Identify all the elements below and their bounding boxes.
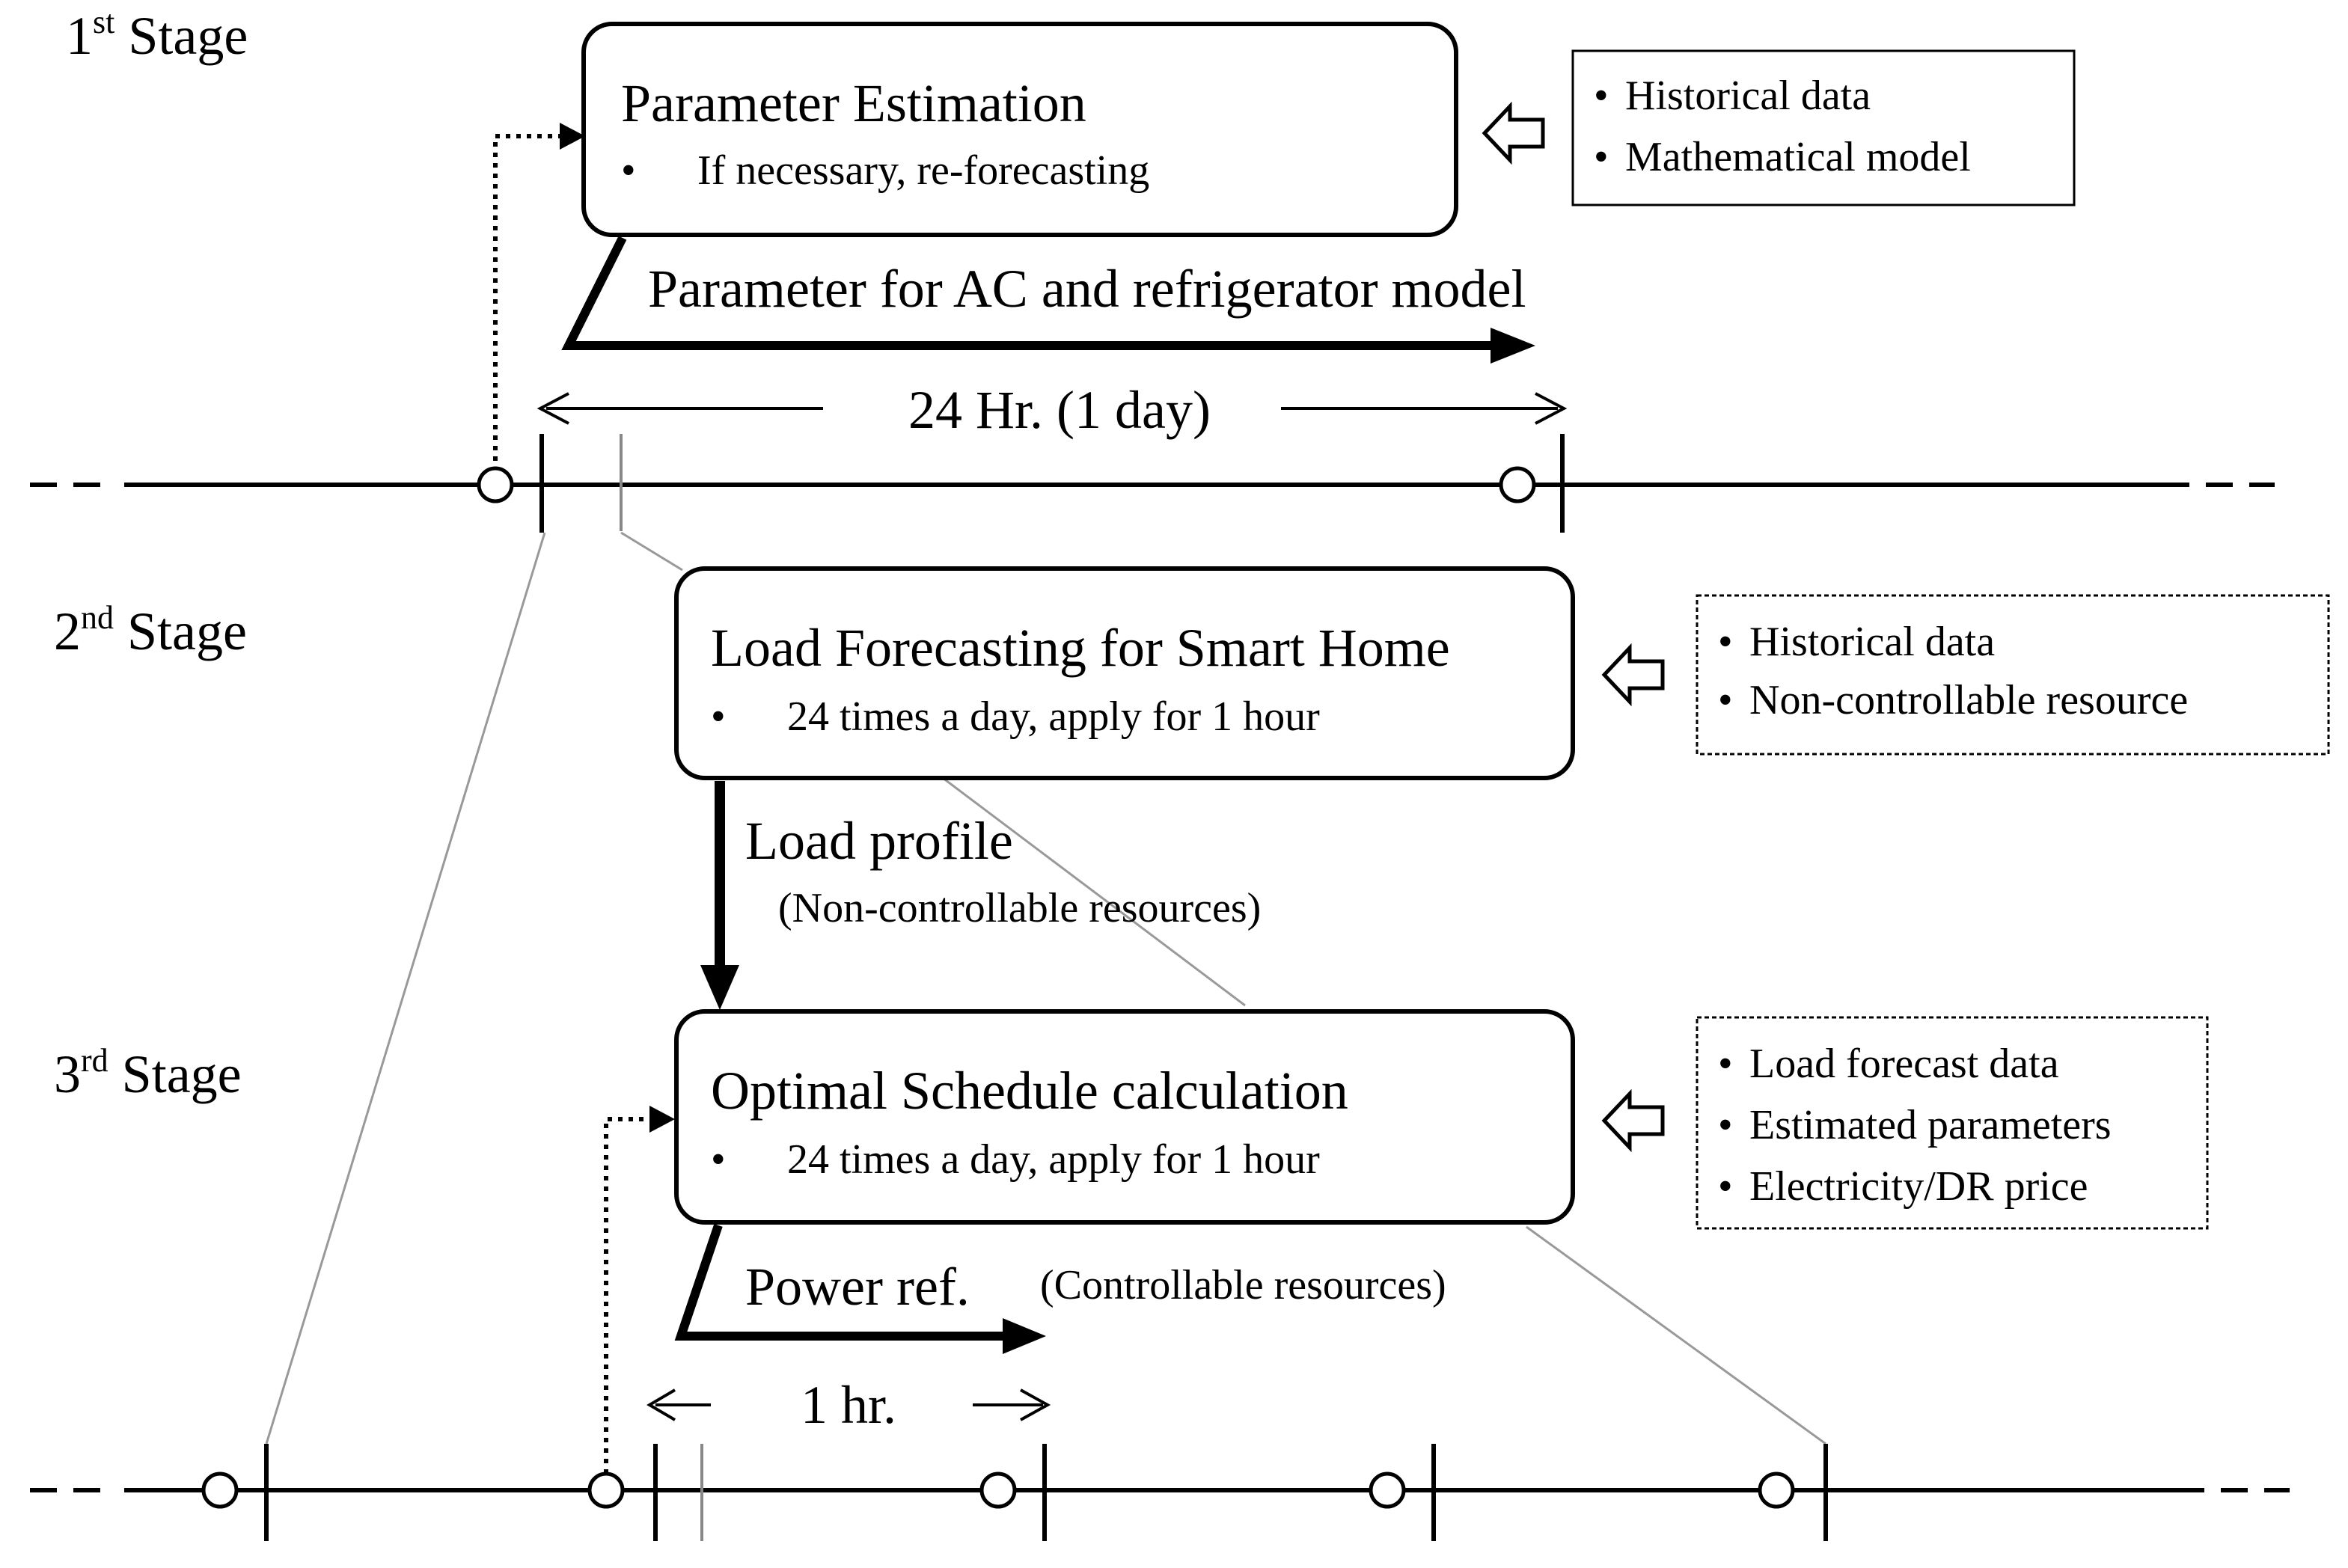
- day-span-right-arrowhead: [1535, 392, 1568, 425]
- input-arrow-icon: [1482, 101, 1545, 165]
- hour-span-label: 1 hr.: [801, 1375, 896, 1435]
- stage-3-input-item-3: Electricity/DR price: [1749, 1163, 2088, 1210]
- stage-1-input-item-2: Mathematical model: [1625, 134, 1971, 180]
- stage-1-input-bullet-glyph-1: •: [1594, 73, 1609, 119]
- stage-1-input-item-1: Historical data: [1625, 73, 1871, 119]
- stage-2-input-bullet-glyph-2: •: [1718, 677, 1733, 723]
- stage-3-input-item-1: Load forecast data: [1749, 1041, 2059, 1087]
- stage-1-input-bullet-glyph-2: •: [1594, 134, 1609, 180]
- load-forecasting-bullet-glyph: •: [711, 693, 726, 740]
- zoom-guide-hour-mid: [942, 777, 1246, 1007]
- zoom-guide-hour-left: [620, 531, 683, 572]
- optimal-schedule-bullet: 24 times a day, apply for 1 hour: [787, 1136, 1320, 1183]
- hour-span-right-arrowhead: [1020, 1388, 1051, 1421]
- load-profile-sublabel: (Non-controllable resources): [778, 885, 1261, 931]
- optimal-schedule-title: Optimal Schedule calculation: [711, 1061, 1348, 1121]
- parameter-output-arrowhead: [1491, 328, 1535, 364]
- zoom-guide-left-day: [265, 532, 546, 1445]
- stage-3-input-bullet-glyph-3: •: [1718, 1163, 1733, 1210]
- stage-2-input-item-1: Historical data: [1749, 619, 1995, 665]
- parameter-estimation-bullet: If necessary, re-forecasting: [697, 147, 1149, 194]
- zoom-guide-right: [1526, 1225, 1826, 1445]
- top-timeline-point-1: [477, 466, 514, 503]
- optimal-schedule-box: [674, 1009, 1575, 1225]
- load-forecasting-title: Load Forecasting for Smart Home: [711, 618, 1450, 678]
- bottom-timeline-point-4: [1369, 1471, 1406, 1509]
- bottom-timeline: [30, 1444, 2290, 1541]
- parameter-estimation-box: [581, 22, 1458, 237]
- hour-span-left-arrowhead: [646, 1388, 676, 1421]
- load-forecasting-bullet: 24 times a day, apply for 1 hour: [787, 693, 1320, 740]
- dotted-trigger-arrowhead-1: [560, 123, 585, 150]
- stage-3-input-bullet-glyph-1: •: [1718, 1041, 1733, 1087]
- bottom-timeline-point-2: [587, 1471, 625, 1509]
- parameter-output-arrow: [561, 236, 1496, 350]
- bottom-timeline-point-1: [201, 1471, 239, 1509]
- day-span-left-arrowhead: [536, 392, 569, 425]
- stage-3-inputs-box: [1696, 1016, 2209, 1230]
- dotted-trigger-arrow-1: [493, 134, 570, 471]
- parameter-output-label: Parameter for AC and refrigerator model: [648, 259, 1526, 319]
- input-arrow-icon: [1601, 643, 1665, 707]
- top-timeline-point-2: [1499, 466, 1536, 503]
- top-timeline: [30, 434, 2275, 533]
- power-ref-sublabel: (Controllable resources): [1040, 1262, 1446, 1308]
- parameter-estimation-title: Parameter Estimation: [621, 73, 1086, 133]
- power-ref-arrowhead: [1003, 1318, 1046, 1354]
- stage-3-input-bullet-glyph-2: •: [1718, 1102, 1733, 1148]
- stage-2-input-item-2: Non-controllable resource: [1749, 677, 2188, 723]
- bottom-timeline-point-5: [1758, 1471, 1795, 1509]
- power-ref-label: Power ref.: [745, 1257, 970, 1317]
- load-profile-label: Load profile: [745, 811, 1013, 871]
- stage-3-input-item-2: Estimated parameters: [1749, 1102, 2112, 1148]
- stage-2-inputs-box: [1696, 594, 2330, 756]
- input-arrow-icon: [1601, 1088, 1665, 1153]
- day-span-label: 24 Hr. (1 day): [908, 380, 1211, 440]
- dotted-trigger-arrow-2: [604, 1117, 658, 1474]
- stage-1-inputs-box: [1571, 49, 2076, 206]
- dotted-trigger-arrowhead-2: [649, 1106, 675, 1133]
- power-ref-arrow: [674, 1224, 1010, 1341]
- optimal-schedule-bullet-glyph: •: [711, 1136, 726, 1183]
- parameter-estimation-bullet-glyph: •: [621, 147, 636, 194]
- bottom-timeline-point-3: [979, 1471, 1017, 1509]
- load-forecasting-box: [674, 566, 1575, 780]
- stage-2-input-bullet-glyph-1: •: [1718, 619, 1733, 665]
- load-profile-arrowhead: [700, 965, 739, 1010]
